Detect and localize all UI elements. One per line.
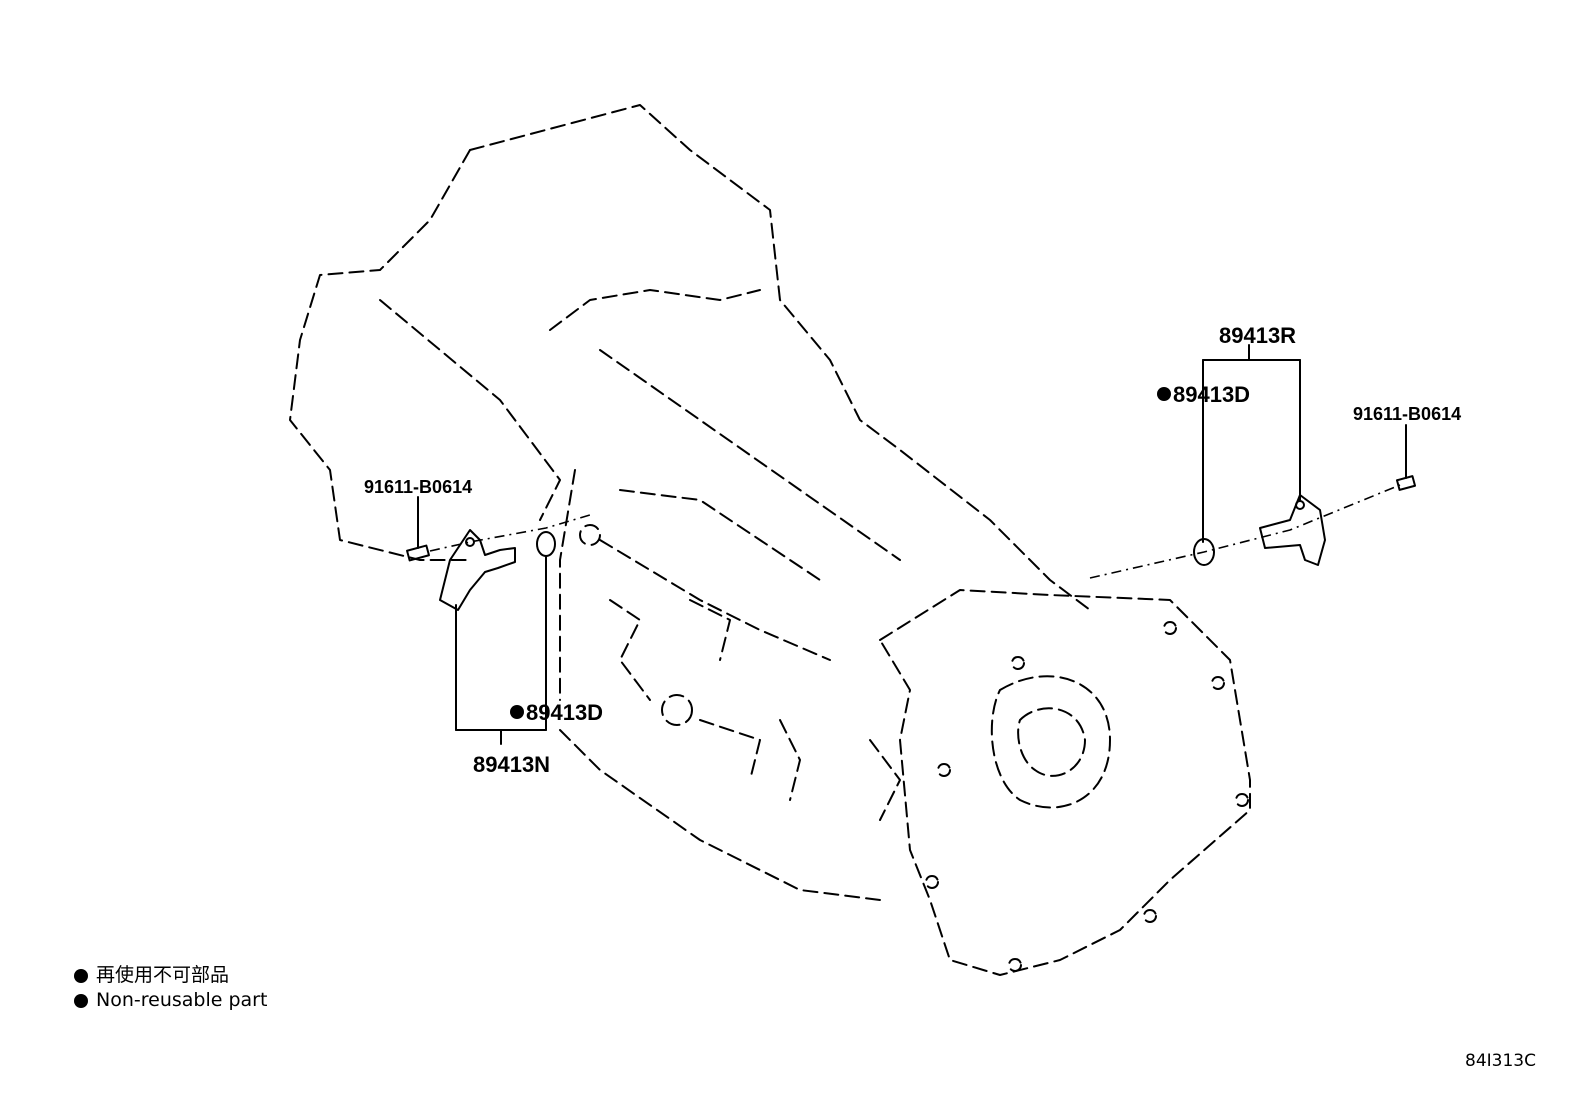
- bullet-icon: [74, 993, 88, 1008]
- label-89413D-left: 89413D: [526, 700, 603, 725]
- leader-lines: [417, 344, 1407, 745]
- part-labels: 89413R 89413D 91611-B0614 91611-B0614 89…: [364, 323, 1461, 777]
- label-89413R: 89413R: [1219, 323, 1296, 348]
- label-89413N: 89413N: [473, 752, 550, 777]
- sensor-left-assembly: [406, 514, 591, 611]
- label-91611-B0614-left: 91611-B0614: [364, 477, 472, 497]
- bell-housing: [879, 589, 1251, 976]
- legend-text-ja: 再使用不可部品: [96, 964, 230, 986]
- label-91611-B0614-right: 91611-B0614: [1353, 404, 1461, 424]
- non-reusable-marker-left: [510, 705, 524, 719]
- legend-row-en: Non-reusable part: [74, 988, 267, 1013]
- sensor-right-assembly: [1089, 475, 1417, 579]
- non-reusable-marker-right: [1157, 387, 1171, 401]
- legend-text-en: Non-reusable part: [96, 989, 268, 1011]
- legend-row-ja: 再使用不可部品: [74, 963, 267, 988]
- transmission-housing: [289, 104, 1091, 901]
- legend: 再使用不可部品 Non-reusable part: [74, 963, 267, 1013]
- label-89413D-right: 89413D: [1173, 382, 1250, 407]
- bullet-icon: [74, 968, 88, 983]
- figure-code: 84I313C: [1465, 1051, 1536, 1071]
